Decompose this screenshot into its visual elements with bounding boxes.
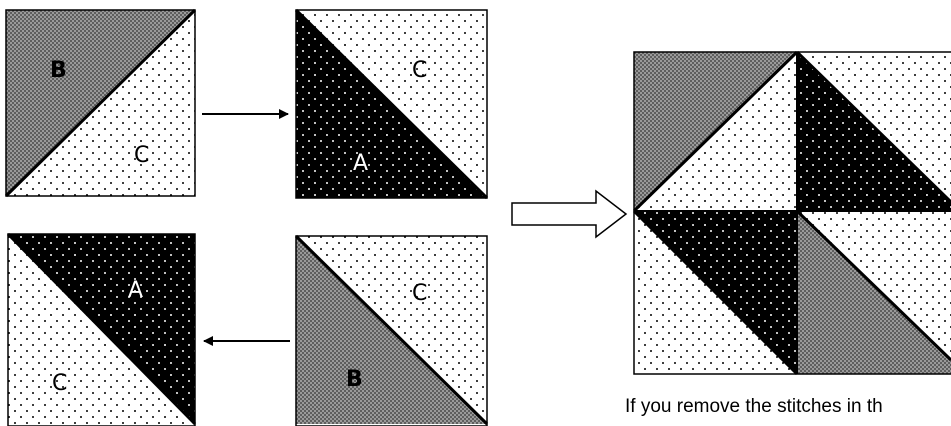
square-border	[5, 9, 196, 197]
square-border	[295, 9, 488, 199]
square-bottom-right: C B	[294, 234, 489, 426]
label-c: C	[412, 58, 427, 83]
combined-block	[632, 50, 951, 376]
triangle-a-dark	[797, 52, 951, 211]
seam-line	[795, 209, 951, 362]
label-a: A	[353, 151, 368, 176]
square-border	[7, 233, 196, 426]
square-top-left: B C	[4, 8, 197, 198]
caption-text: If you remove the stitches in th	[625, 396, 883, 417]
label-c: C	[52, 371, 67, 396]
block-border	[633, 51, 951, 375]
label-b: B	[50, 58, 67, 83]
triangle-b-gray	[797, 211, 951, 374]
seam-line	[294, 8, 489, 200]
seam-line	[294, 234, 489, 426]
square-border	[295, 235, 488, 426]
label-c: C	[412, 281, 427, 306]
label-c: C	[134, 143, 149, 168]
seam-line	[6, 232, 197, 426]
label-a: A	[128, 278, 143, 303]
square-bottom-left: A C	[6, 232, 197, 426]
hollow-arrow-right	[511, 189, 628, 239]
seam-line	[632, 50, 799, 213]
square-top-right: C A	[294, 8, 489, 200]
seam-line	[632, 209, 799, 376]
seam-line	[795, 50, 951, 204]
seam-line	[4, 8, 197, 198]
label-b: B	[346, 367, 363, 392]
